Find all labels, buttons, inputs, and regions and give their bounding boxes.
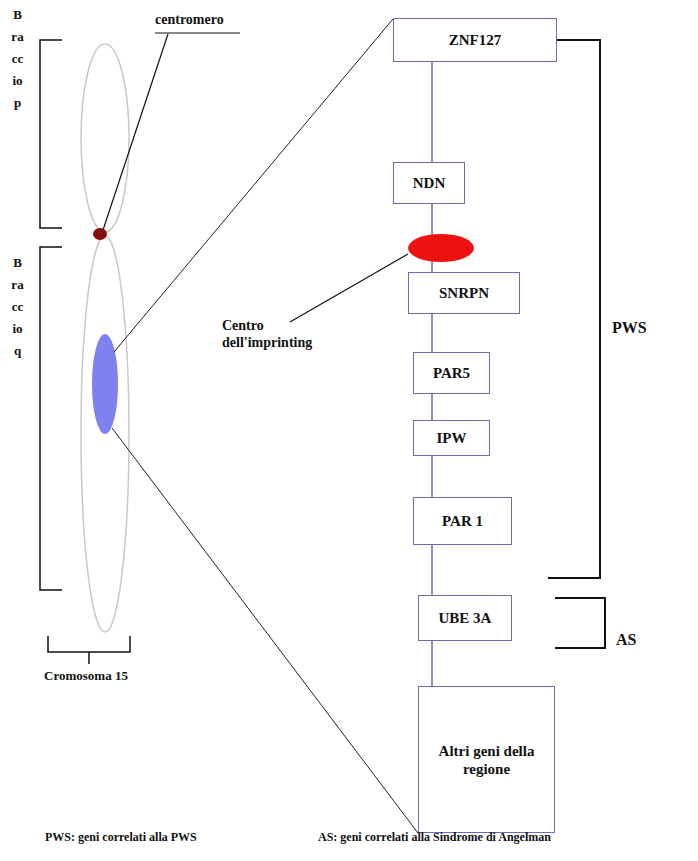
gene-name: SNRPN xyxy=(439,284,489,302)
bracket xyxy=(548,40,600,578)
gene-name: Altri geni della regione xyxy=(432,742,542,778)
bracket xyxy=(48,636,130,664)
gene-name: UBE 3A xyxy=(439,609,492,627)
callout-label: Centro dell'imprinting xyxy=(222,318,352,352)
footnote: PWS: geni correlati alla PWS xyxy=(45,830,197,844)
gene-box: Altri geni della regione xyxy=(418,686,555,833)
gene-name: ZNF127 xyxy=(449,31,502,49)
structure-label: centromero xyxy=(155,12,224,29)
connector xyxy=(431,641,433,686)
gene-box: NDN xyxy=(393,162,465,204)
gene-box: PAR 1 xyxy=(413,497,512,545)
bracket xyxy=(40,247,62,590)
centromere xyxy=(93,228,107,240)
connector xyxy=(431,62,433,162)
arm-label: Braccio p xyxy=(11,4,24,114)
connector xyxy=(431,314,433,352)
p-arm xyxy=(81,44,129,232)
gene-name: PAR5 xyxy=(433,364,470,382)
bracket xyxy=(40,40,62,228)
chromosome-label: Cromosoma 15 xyxy=(44,668,128,684)
group-label: PWS xyxy=(612,318,647,337)
q-arm xyxy=(81,236,129,632)
gene-box: PAR5 xyxy=(413,352,490,394)
footnote: AS: geni correlati alla Sindrome di Ange… xyxy=(318,830,551,844)
connector xyxy=(431,456,433,497)
imprinting-center xyxy=(408,234,474,262)
gene-box: UBE 3A xyxy=(418,595,512,641)
leader-line xyxy=(290,254,408,322)
underline xyxy=(155,32,240,33)
zoom-line xyxy=(112,428,418,833)
gene-box: SNRPN xyxy=(408,272,520,314)
bracket xyxy=(555,598,605,648)
gene-name: NDN xyxy=(413,174,446,192)
gene-box: IPW xyxy=(413,420,490,456)
gene-name: PAR 1 xyxy=(442,512,483,530)
leader-line xyxy=(103,34,168,230)
connector xyxy=(431,545,433,595)
gene-box: ZNF127 xyxy=(393,18,557,62)
gene-region xyxy=(92,334,118,434)
arm-label: Braccio q xyxy=(11,252,24,362)
connector xyxy=(431,394,433,420)
gene-name: IPW xyxy=(437,429,467,447)
group-label: AS xyxy=(616,630,636,649)
